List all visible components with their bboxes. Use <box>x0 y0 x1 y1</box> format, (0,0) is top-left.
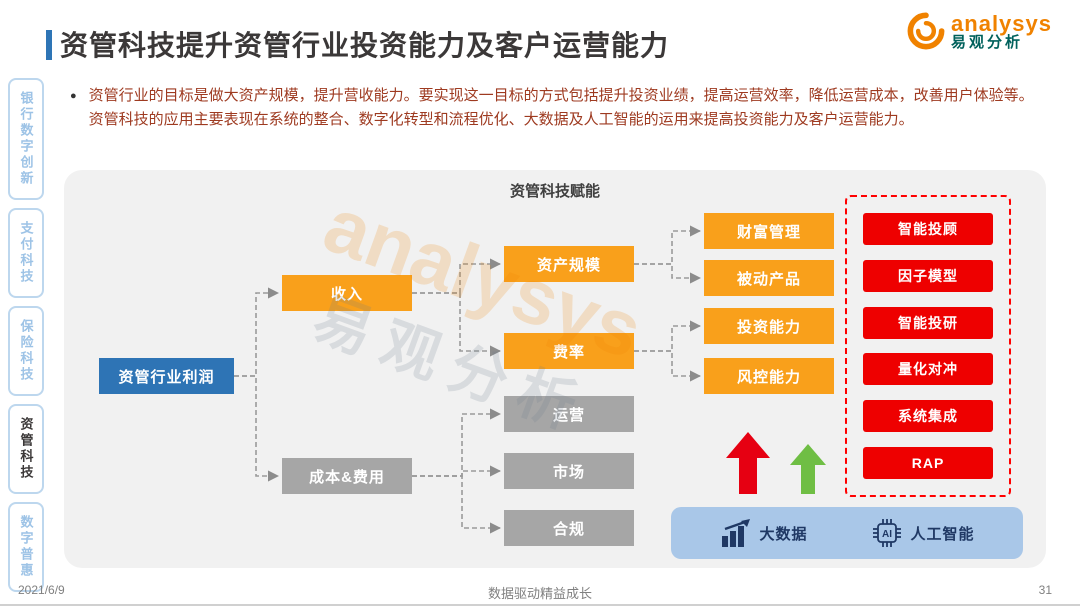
tech-item-factor-model: 因子模型 <box>863 259 993 292</box>
diagram-title: 资管科技赋能 <box>509 183 600 200</box>
node-operations: 运营 <box>504 396 634 432</box>
bullet-icon: ● <box>70 90 77 102</box>
sidebar-item-bank-digital-innovation[interactable]: 银行数字创新 <box>8 78 44 200</box>
node-income: 收入 <box>282 275 412 311</box>
node-market: 市场 <box>504 453 634 489</box>
sidebar-item-payment-tech[interactable]: 支付科技 <box>8 208 44 298</box>
connector-arrows <box>234 225 702 534</box>
ai-chip-text: AI <box>882 529 892 540</box>
node-asset-scale: 资产规模 <box>504 246 634 282</box>
node-passive-products: 被动产品 <box>704 260 834 296</box>
node-invest-ability: 投资能力 <box>704 308 834 344</box>
green-up-arrow-icon <box>790 444 826 494</box>
intro-text: 资管行业的目标是做大资产规模，提升营收能力。要实现这一目标的方式包括提升投资业绩… <box>88 87 1034 129</box>
node-compliance: 合规 <box>504 510 634 546</box>
big-data-chart-icon <box>722 519 751 547</box>
sidebar-item-digital-inclusive[interactable]: 数字普惠 <box>8 502 44 592</box>
footer-slogan: 数据驱动精益成长 <box>487 586 592 601</box>
tech-item-quant-hedging: 量化对冲 <box>863 353 993 386</box>
ai-label: 人工智能 <box>910 525 975 543</box>
enabler-bar: 大数据 AI 人工智能 <box>671 507 1023 559</box>
tech-item-system-integration: 系统集成 <box>863 400 993 433</box>
sidebar: 银行数字创新 支付科技 保险科技 资管科技 数字普惠 <box>8 78 44 592</box>
node-industry-profit: 资管行业利润 <box>99 358 234 394</box>
red-up-arrow-icon <box>726 432 770 494</box>
brand-logo: analysys 易观分析 <box>907 12 1052 51</box>
brand-text: analysys 易观分析 <box>951 12 1052 51</box>
brand-name-cn: 易观分析 <box>951 34 1024 52</box>
tech-item-rap: RAP <box>863 446 993 479</box>
intro-paragraph: ● 资管行业的目标是做大资产规模，提升营收能力。要实现这一目标的方式包括提升投资… <box>70 84 1040 133</box>
analysys-swirl-icon <box>907 12 945 50</box>
node-fee-rate: 费率 <box>504 333 634 369</box>
footer-date: 2021/6/9 <box>18 583 65 597</box>
bottom-divider <box>0 604 1080 606</box>
big-data-label: 大数据 <box>759 525 808 543</box>
tech-item-smart-advisory: 智能投顾 <box>863 213 993 245</box>
tech-panel: 智能投顾 因子模型 智能投研 量化对冲 系统集成 RAP <box>845 195 1011 497</box>
footer-page-number: 31 <box>1038 583 1052 597</box>
tech-item-smart-research: 智能投研 <box>863 306 993 339</box>
ai-chip-icon: AI <box>873 519 902 547</box>
node-wealth-mgmt: 财富管理 <box>704 213 834 249</box>
title-accent-bar <box>46 30 52 60</box>
sidebar-item-insurance-tech[interactable]: 保险科技 <box>8 306 44 396</box>
big-data-enabler: 大数据 <box>719 519 807 547</box>
node-cost-expense: 成本&费用 <box>282 458 412 494</box>
brand-name-en: analysys <box>951 11 1052 36</box>
node-risk-control: 风控能力 <box>704 358 834 394</box>
page-title: 资管科技提升资管行业投资能力及客户运营能力 <box>60 30 670 61</box>
sidebar-item-asset-mgmt-tech[interactable]: 资管科技 <box>8 404 44 494</box>
ai-enabler: AI 人工智能 <box>872 518 974 548</box>
diagram-panel: 资管科技赋能 资管行业利润 收入 成本& <box>64 170 1046 568</box>
